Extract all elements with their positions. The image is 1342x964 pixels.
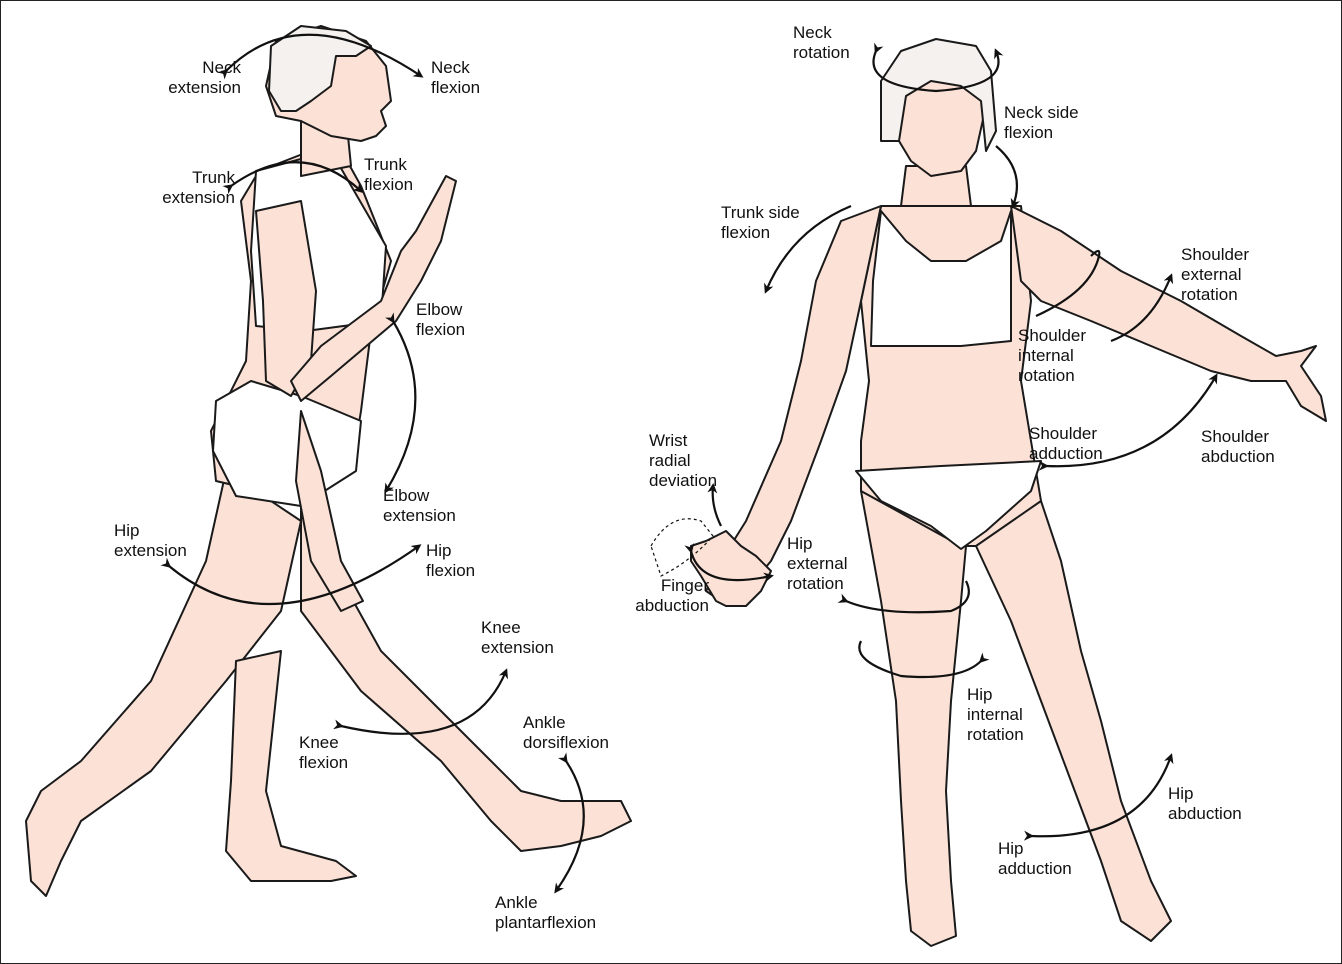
right-leg [861, 491, 966, 946]
neck-side-flexion-arrow [996, 146, 1017, 206]
wrist-deviation-arrow [713, 486, 721, 526]
front-left-arm [1011, 206, 1326, 421]
elbow-flexion-arrow [386, 321, 415, 491]
